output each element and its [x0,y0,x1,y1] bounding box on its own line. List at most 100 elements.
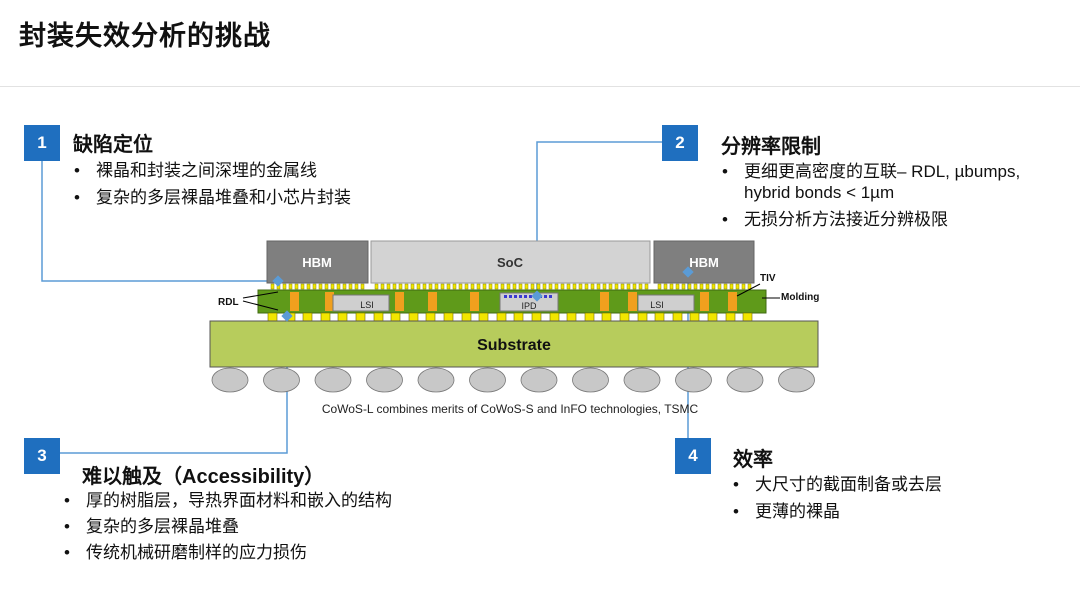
micro-bump [542,283,547,290]
c4-bump [425,312,436,322]
micro-bump [548,283,553,290]
tiv-pillar [290,292,299,311]
micro-bump [458,283,463,290]
c4-bump [496,312,507,322]
ipd-bump [514,295,517,298]
solder-ball [211,367,249,393]
tiv-pillar [325,292,334,311]
c4-bump [601,312,612,322]
section-3-bullet: 复杂的多层裸晶堆叠 [62,517,392,537]
section-1-bullets: 裸晶和封装之间深埋的金属线 复杂的多层裸晶堆叠和小芯片封装 [72,160,432,214]
micro-bump [711,283,716,290]
c4-bump [584,312,595,322]
micro-bump [608,283,613,290]
page-title: 封装失效分析的挑战 [19,21,271,51]
micro-bump [735,283,740,290]
micro-bump [675,283,680,290]
c4-bump [725,312,736,322]
micro-bump [428,283,433,290]
section-2-bullet: 无损分析方法接近分辨极限 [720,209,1070,230]
substrate-label: Substrate [477,337,551,354]
c4-bump [654,312,665,322]
rdl-pointer-2 [242,300,279,311]
substrate [209,320,819,368]
solder-ball [572,367,609,393]
c4-bump [478,312,489,322]
section-4-bullet: 大尺寸的截面制备或去层 [731,474,1061,495]
micro-bump [614,283,619,290]
dot-1 [272,275,284,287]
micro-bump [657,283,662,290]
section-3-heading: 难以触及（Accessibility） [82,466,325,488]
micro-bump [386,283,391,290]
hbm-left-label: HBM [302,255,332,270]
c4-bump [619,312,630,322]
micro-bump [488,283,493,290]
c4-bump [408,312,419,322]
c4-bump [320,312,331,322]
solder-ball [469,367,506,393]
ipd-bump [509,295,512,298]
c4-bump [373,312,384,322]
micro-bump [392,283,397,290]
tiv-pillar [728,292,737,311]
micro-bump [470,283,475,290]
micro-bump [294,283,299,290]
micro-bump [723,283,728,290]
dot-3 [281,310,293,322]
micro-bump [398,283,403,290]
soc-die [370,240,651,284]
micro-bump [626,283,631,290]
micro-bump [524,283,529,290]
section-4-heading: 效率 [733,449,773,471]
c4-bump [689,312,700,322]
c4-bump [672,312,683,322]
connector-dots [272,266,694,322]
c4-bump [549,312,560,322]
lsi-right-label: LSI [650,300,664,310]
micro-bump [482,283,487,290]
c4-bump [637,312,648,322]
hbm-right-label: HBM [689,255,719,270]
tiv-pillar [395,292,404,311]
solder-ball [314,367,352,393]
micro-bump [687,283,692,290]
solder-ball [778,367,815,393]
tiv-label: TIV [760,273,776,284]
solder-balls [211,367,815,393]
tiv-pillar [470,292,479,311]
section-1-bullet: 裸晶和封装之间深埋的金属线 [72,160,432,181]
c4-bump [390,312,401,322]
micro-bump [705,283,710,290]
micro-bump [348,283,353,290]
micro-bump [681,283,686,290]
solder-ball [366,367,403,393]
micro-bump [663,283,668,290]
section-2-number: 2 [662,125,698,161]
micro-bump [360,283,365,290]
micro-bump [596,283,601,290]
lsi-left-block [332,294,390,312]
c4-bump [443,312,454,322]
micro-bump [506,283,511,290]
hbm-right-die [653,240,755,284]
ipd-bump [504,295,507,298]
section-3-bullets: 厚的树脂层，导热界面材料和嵌入的结构 复杂的多层裸晶堆叠 传统机械研磨制样的应力… [62,491,392,569]
micro-bump [494,283,499,290]
c4-bumps [267,312,753,322]
c4-bump [707,312,718,322]
micro-bump [620,283,625,290]
section-2-bullet: 更细更高密度的互联– RDL, µbumps, hybrid bonds < 1… [720,161,1070,203]
solder-ball [726,367,764,393]
micro-bump [590,283,595,290]
micro-bump [560,283,565,290]
micro-bump [404,283,409,290]
ipd-bump [524,295,527,298]
micro-bump [584,283,589,290]
solder-ball [263,367,300,393]
micro-bump [330,283,335,290]
micro-bump [354,283,359,290]
solder-ball [417,367,455,393]
rdl-label: RDL [218,297,239,308]
